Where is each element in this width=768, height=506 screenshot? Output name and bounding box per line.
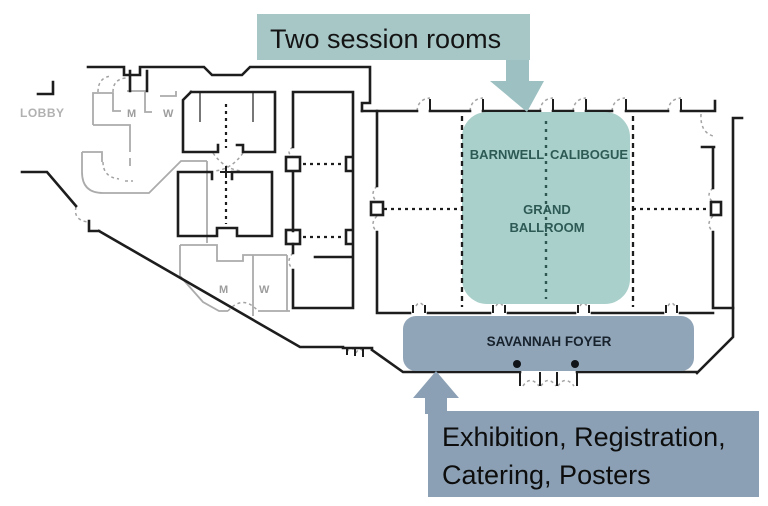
ballroom-highlight (462, 112, 630, 304)
exhibition-callout-line2: Catering, Posters (442, 460, 651, 490)
session-rooms-callout-text: Two session rooms (270, 24, 502, 54)
dotted-airwalls (224, 104, 711, 239)
gray-walls (81, 90, 290, 316)
savannah-foyer-label: SAVANNAH FOYER (487, 334, 612, 349)
up-arrow (413, 371, 459, 414)
down-arrow (490, 56, 544, 112)
wall-ticks (220, 99, 682, 386)
exhibition-callout-line1: Exhibition, Registration, (442, 422, 726, 452)
restroom-w-lower-label: W (259, 284, 270, 296)
restroom-m-upper-label: M (127, 108, 136, 120)
session-rooms-callout: Two session rooms (257, 14, 530, 60)
calibogue-room-label: CALIBOGUE (550, 147, 628, 162)
restroom-m-lower-label: M (219, 284, 228, 296)
foyer-column-dot (571, 360, 579, 368)
thin-partitions (199, 92, 254, 122)
foyer-column-dot (513, 360, 521, 368)
ballroom-partition-lines (460, 116, 635, 307)
foyer-highlight (403, 316, 694, 371)
barnwell-room-label: BARNWELL (470, 147, 544, 162)
black-walls (20, 65, 744, 375)
grand-ballroom-label-line1: GRAND (523, 202, 571, 217)
lobby-label: LOBBY (20, 106, 65, 120)
exhibition-callout: Exhibition, Registration, Catering, Post… (428, 411, 759, 497)
grand-ballroom-label-line2: BALLROOM (509, 220, 584, 235)
restroom-w-upper-label: W (163, 108, 174, 120)
